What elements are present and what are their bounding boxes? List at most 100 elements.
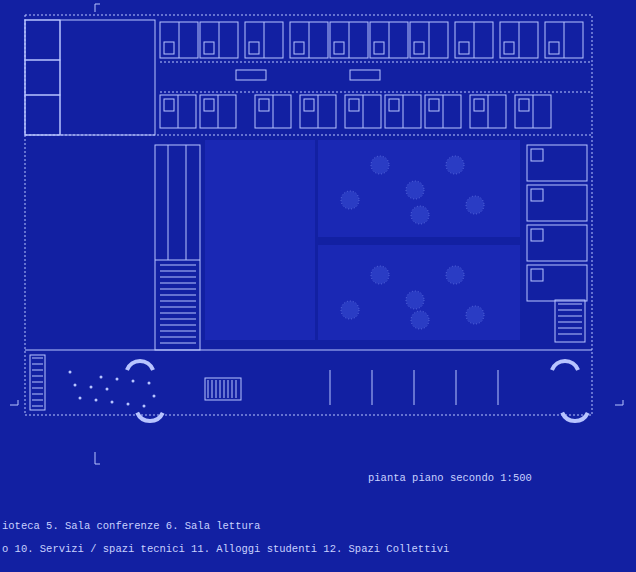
chair [111, 401, 114, 404]
bathroom [349, 99, 359, 111]
room [25, 95, 60, 135]
student-room [425, 95, 461, 128]
wall [60, 20, 61, 135]
partition [218, 95, 219, 128]
stair-tread [160, 295, 196, 296]
tree [341, 301, 359, 319]
wall [160, 62, 592, 63]
tree [411, 311, 429, 329]
section-marker [615, 400, 623, 405]
stair-tread [160, 337, 196, 338]
chair [143, 405, 146, 408]
student-room [527, 145, 587, 181]
stair-tread [212, 380, 213, 398]
wall [155, 260, 200, 261]
bathroom [164, 42, 174, 54]
bathroom [531, 269, 543, 281]
bathroom [531, 229, 543, 241]
stair-tread [236, 380, 237, 398]
student-room [527, 265, 587, 301]
bathroom [531, 189, 543, 201]
bathroom [294, 42, 304, 54]
column-line [330, 370, 331, 405]
stair-tread [228, 380, 229, 398]
stair-core [155, 145, 200, 350]
stair-tread [558, 310, 582, 311]
partition [264, 22, 265, 58]
bathroom [249, 42, 259, 54]
tree [341, 191, 359, 209]
stair-tread [32, 358, 43, 359]
chair [90, 386, 93, 389]
room [25, 20, 155, 135]
tree [466, 196, 484, 214]
legend-line: ioteca 5. Sala conferenze 6. Sala lettur… [2, 520, 260, 533]
partition [488, 95, 489, 128]
tree [411, 206, 429, 224]
student-room [300, 95, 336, 128]
building-outline [25, 15, 592, 415]
stair-tread [32, 382, 43, 383]
stair-tread [32, 364, 43, 365]
stair-tread [32, 400, 43, 401]
stair-tread [160, 331, 196, 332]
stair-tread [160, 289, 196, 290]
stair-tread [558, 334, 582, 335]
wall [168, 145, 169, 260]
chair [79, 397, 82, 400]
chair [127, 403, 130, 406]
courtyard [318, 245, 520, 340]
student-room [160, 22, 198, 58]
stair-tread [160, 343, 196, 344]
bathroom [459, 42, 469, 54]
stair-tread [220, 380, 221, 398]
bathroom [304, 99, 314, 111]
wall [160, 92, 592, 93]
student-room [345, 95, 381, 128]
courtyard [318, 140, 520, 237]
section-marker [95, 4, 100, 12]
stair-tread [32, 406, 43, 407]
student-room [500, 22, 538, 58]
column-line [414, 370, 415, 405]
tree [446, 266, 464, 284]
bathroom [429, 99, 439, 111]
partition [533, 95, 534, 128]
stair-tread [160, 307, 196, 308]
partition [564, 22, 565, 58]
partition [318, 95, 319, 128]
partition [349, 22, 350, 58]
stair-tread [232, 380, 233, 398]
partition [219, 22, 220, 58]
chair [74, 384, 77, 387]
stair-tread [32, 388, 43, 389]
stair-tread [160, 301, 196, 302]
partition [179, 22, 180, 58]
stair-tread [160, 265, 196, 266]
chair [69, 371, 72, 374]
student-room [527, 185, 587, 221]
student-room [255, 95, 291, 128]
chair [116, 378, 119, 381]
legend-line: o 10. Servizi / spazi tecnici 11. Allogg… [2, 543, 449, 556]
stair [555, 300, 585, 342]
bathroom [334, 42, 344, 54]
tree [371, 266, 389, 284]
partition [178, 95, 179, 128]
bathroom [549, 42, 559, 54]
stair-tread [558, 304, 582, 305]
tree [466, 306, 484, 324]
partition [389, 22, 390, 58]
tree [446, 156, 464, 174]
room [25, 60, 60, 95]
student-room [385, 95, 421, 128]
partition [403, 95, 404, 128]
stair-tread [160, 313, 196, 314]
student-room [330, 22, 368, 58]
stair-tread [216, 380, 217, 398]
chair [153, 395, 156, 398]
bathroom [414, 42, 424, 54]
stair-tread [160, 271, 196, 272]
partition [273, 95, 274, 128]
